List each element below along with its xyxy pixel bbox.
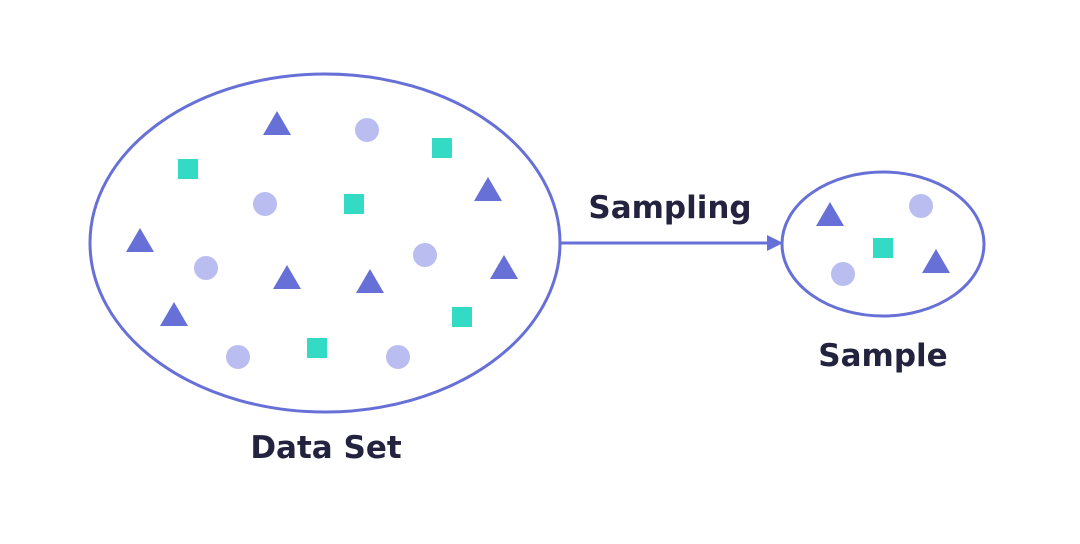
sample-shapes xyxy=(816,194,950,286)
sample-triangle-4 xyxy=(922,249,950,273)
sampling-label: Sampling xyxy=(588,190,752,226)
dataset-label: Data Set xyxy=(250,430,402,466)
dataset-circle-6 xyxy=(253,192,277,216)
dataset-triangle-5 xyxy=(474,177,502,201)
dataset-triangle-1 xyxy=(263,111,291,135)
dataset-ellipse xyxy=(88,72,562,414)
sample-ellipse xyxy=(780,170,986,318)
dataset-square-7 xyxy=(344,194,364,214)
dataset-circle-12 xyxy=(194,256,218,280)
dataset-circle-2 xyxy=(355,118,379,142)
sample-circle-5 xyxy=(831,262,855,286)
dataset-triangle-11 xyxy=(356,269,384,293)
sample-triangle-1 xyxy=(816,202,844,226)
dataset-square-3 xyxy=(432,138,452,158)
dataset-triangle-10 xyxy=(273,265,301,289)
dataset-triangle-8 xyxy=(126,228,154,252)
dataset-circle-9 xyxy=(413,243,437,267)
sampling-arrowhead xyxy=(767,235,783,251)
dataset-triangle-14 xyxy=(160,302,188,326)
dataset-square-17 xyxy=(307,338,327,358)
dataset-square-15 xyxy=(452,307,472,327)
dataset-circle-16 xyxy=(226,345,250,369)
dataset-triangle-13 xyxy=(490,255,518,279)
dataset-shapes xyxy=(126,111,518,369)
sample-label: Sample xyxy=(818,338,948,374)
dataset-circle-18 xyxy=(386,345,410,369)
sample-circle-2 xyxy=(909,194,933,218)
sample-square-3 xyxy=(873,238,893,258)
dataset-square-4 xyxy=(178,159,198,179)
